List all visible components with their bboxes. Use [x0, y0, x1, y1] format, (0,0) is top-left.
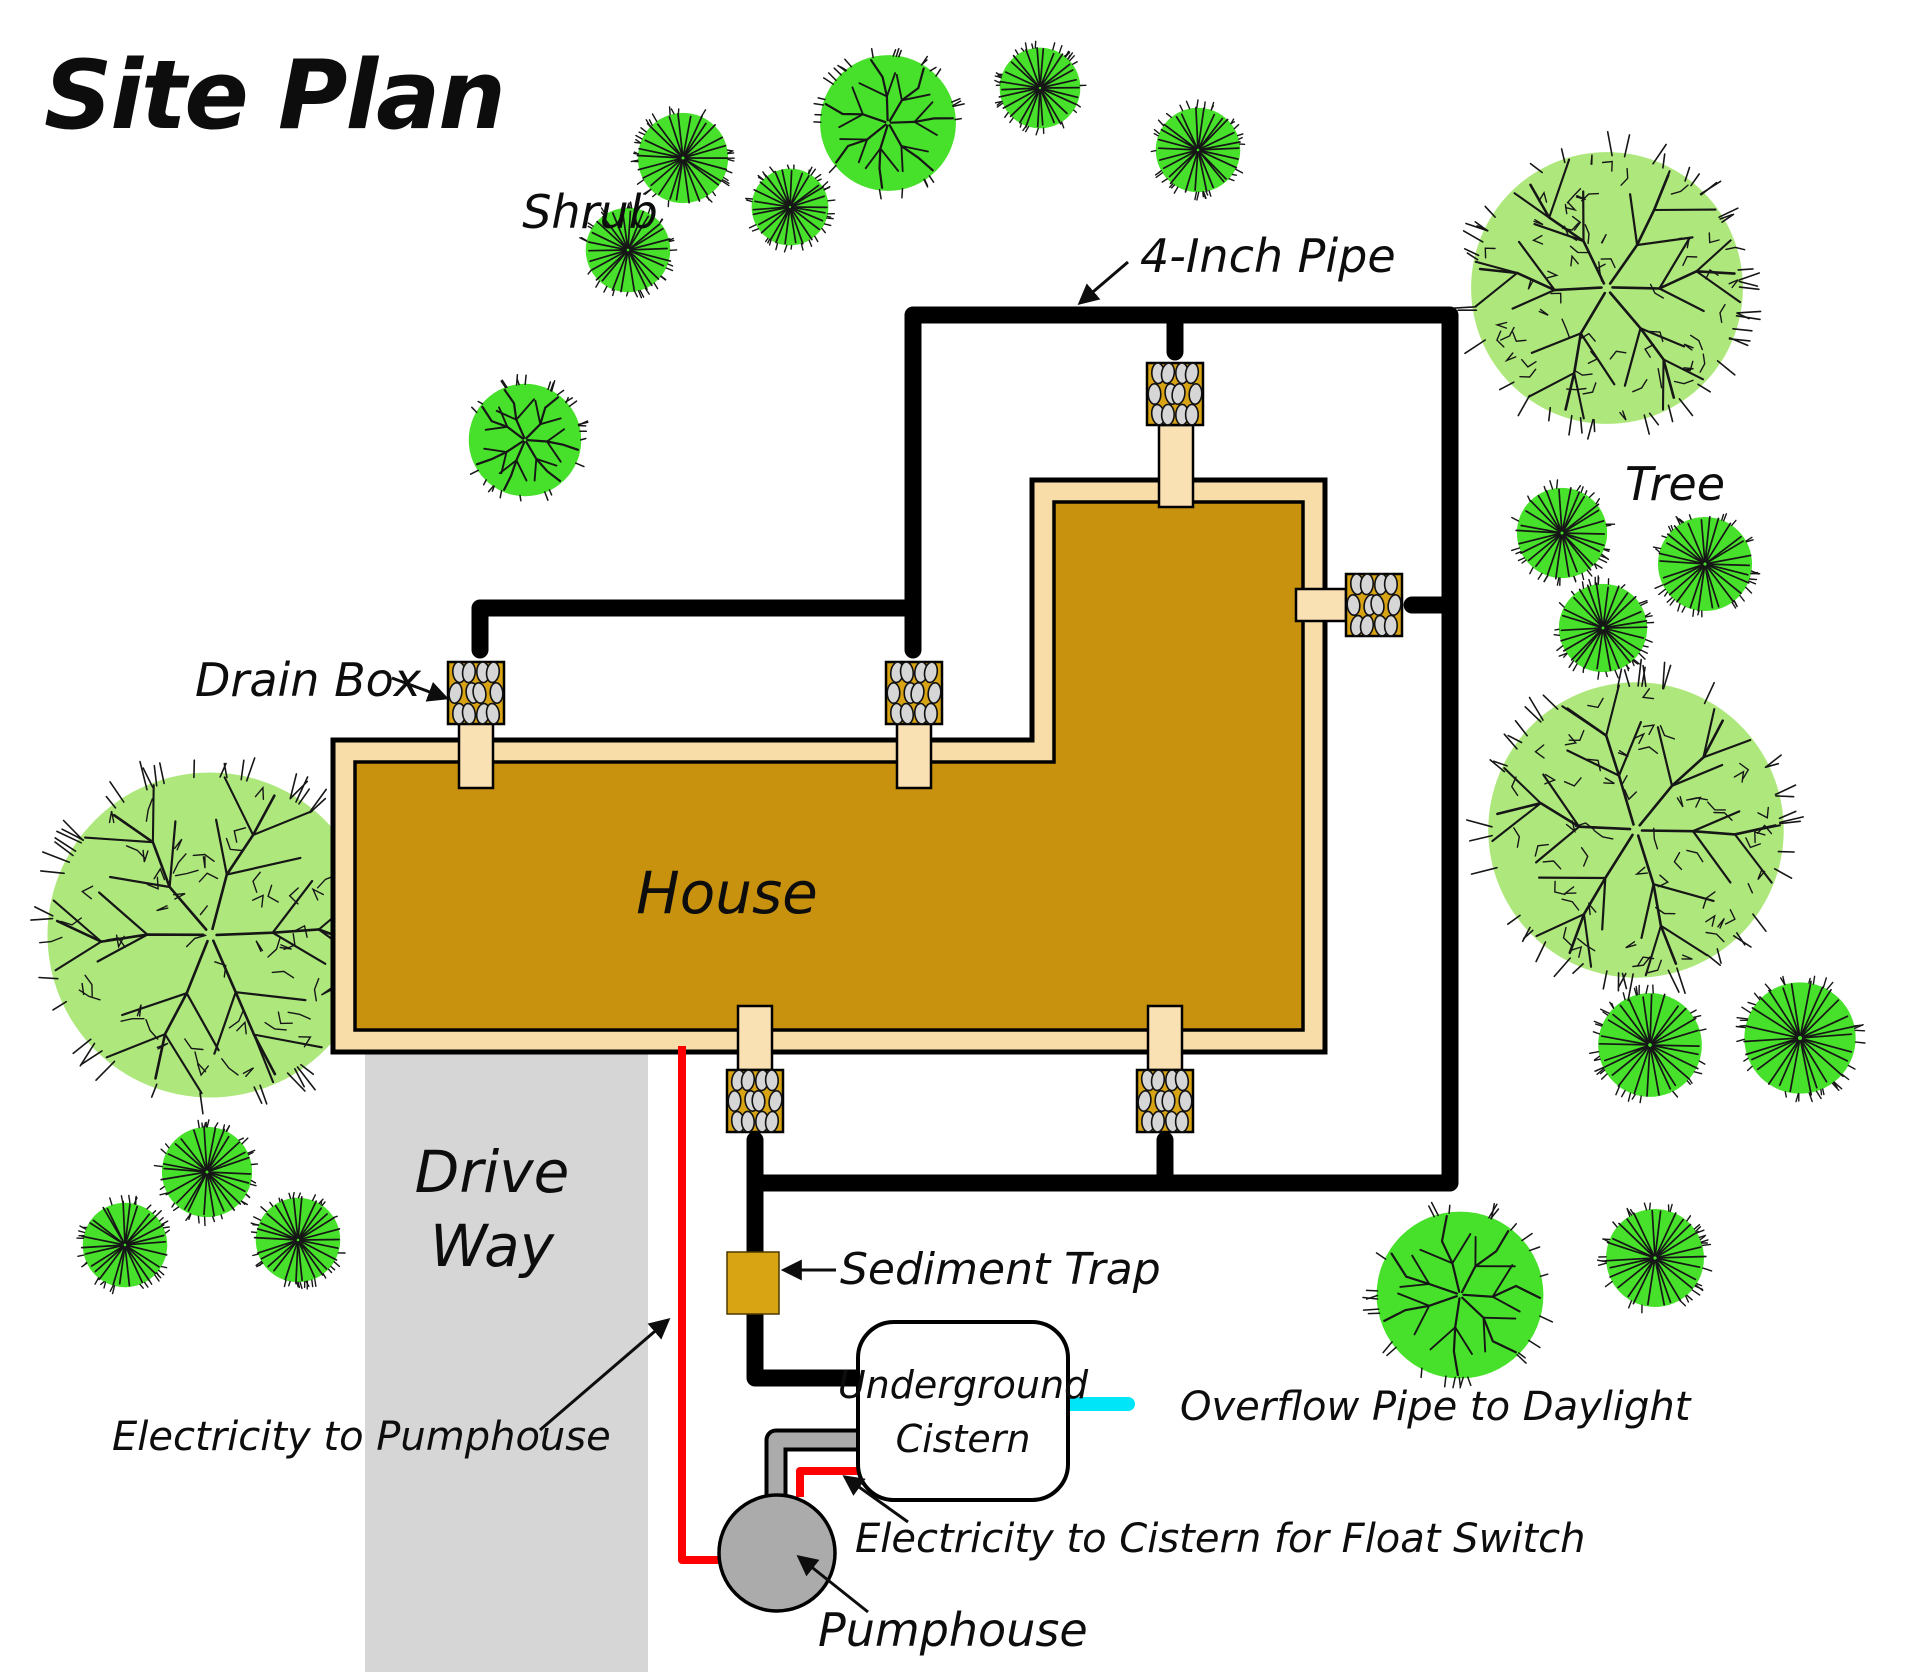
tree-round-icon: [468, 373, 589, 502]
tree-icon: [1466, 658, 1804, 1002]
drain-box-label: Drain Box: [195, 653, 422, 707]
driveway: [365, 1052, 648, 1672]
drain-box-icon: [884, 660, 944, 726]
house-label: House: [636, 859, 818, 927]
cistern-label-line1: Underground: [838, 1363, 1089, 1407]
drain-box-icon: [725, 1068, 785, 1134]
cistern-label-line2: Cistern: [896, 1417, 1031, 1461]
drain-box-icon: [1135, 1068, 1195, 1134]
shrub-icon: [1596, 1202, 1713, 1314]
gray-pipe: [768, 1432, 872, 1502]
labels-layer: Site Plan Shrub 4-Inch Pipe Tree Drain B…: [44, 41, 1725, 1657]
drain-box-icon: [1145, 361, 1205, 427]
shrub-icon: [745, 164, 836, 253]
downspout: [1146, 1004, 1184, 1072]
shrub-icon: [250, 1191, 346, 1290]
shrub-icon: [1553, 575, 1655, 680]
pipe-label: 4-Inch Pipe: [1140, 229, 1396, 283]
electric-wire: [678, 1046, 718, 1564]
leader-arrow: [796, 1555, 869, 1614]
driveway-label-line2: Way: [430, 1212, 555, 1280]
downspout: [1157, 423, 1195, 509]
downspout: [1294, 587, 1348, 623]
tree-round-icon: [1362, 1201, 1554, 1389]
tree-label: Tree: [1625, 457, 1725, 511]
driveway-surface: [365, 1052, 648, 1672]
downspout: [895, 720, 933, 790]
pumphouse-icon: [717, 1493, 837, 1613]
leader-arrow: [539, 1317, 671, 1432]
drain-box-icon: [1344, 572, 1404, 638]
shrub-icon: [1150, 99, 1246, 201]
underground-cistern: [856, 1320, 1070, 1502]
shrub-icon: [1652, 513, 1761, 618]
house-footprint: [330, 477, 1328, 1055]
electricity-pumphouse-label: Electricity to Pumphouse: [112, 1414, 611, 1460]
drain-box-icon: [446, 660, 506, 726]
overflow-label: Overflow Pipe to Daylight: [1180, 1384, 1692, 1430]
leader-arrows: [391, 260, 1129, 1614]
tree-round-icon: [813, 47, 965, 200]
driveway-label-line1: Drive: [415, 1138, 570, 1206]
shrub-icon: [994, 40, 1087, 136]
shrub-icon: [76, 1194, 170, 1295]
downspout: [457, 720, 495, 790]
pumphouse-label: Pumphouse: [818, 1603, 1088, 1657]
house-interior: [353, 500, 1305, 1032]
shrub-icon: [579, 201, 678, 299]
downspout: [736, 1004, 774, 1072]
shrub-label: Shrub: [522, 185, 658, 239]
shrub-icon: [1511, 479, 1616, 587]
vegetation-layer: [30, 40, 1866, 1389]
page-title: Site Plan: [44, 41, 504, 151]
leader-arrow: [842, 1475, 909, 1524]
tree-icon: [30, 757, 393, 1115]
leader-arrow: [1077, 260, 1129, 306]
drain-boxes: [446, 361, 1404, 1134]
pipe-network: [471, 306, 1459, 1564]
shrub-icon: [153, 1119, 259, 1227]
equipment-layer: [717, 1320, 1070, 1613]
four-inch-pipe: [471, 599, 922, 659]
sediment-trap: [726, 1251, 780, 1315]
sediment-trap-label: Sediment Trap: [840, 1244, 1161, 1295]
shrub-icon: [1735, 975, 1866, 1103]
shrub-icon: [630, 106, 735, 208]
four-inch-pipe: [746, 1174, 877, 1387]
leader-arrow: [391, 676, 449, 702]
tree-icon: [1453, 131, 1762, 440]
shrub-icon: [1589, 984, 1707, 1104]
electricity-cistern-label: Electricity to Cistern for Float Switch: [855, 1516, 1585, 1562]
